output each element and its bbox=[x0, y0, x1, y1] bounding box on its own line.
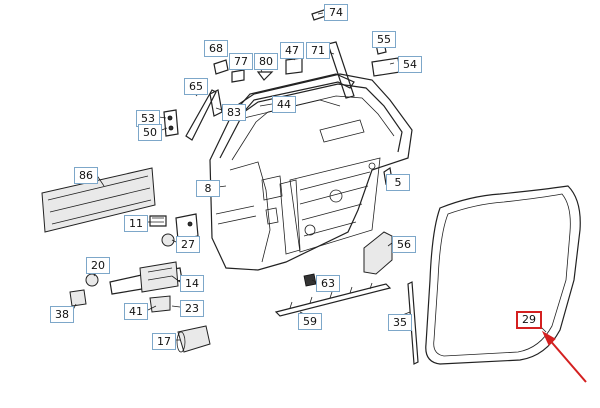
wedge-trim bbox=[363, 231, 393, 275]
part-label-68[interactable]: 68 bbox=[204, 40, 228, 57]
part-label-74[interactable]: 74 bbox=[324, 4, 348, 21]
mount-plate bbox=[149, 295, 171, 313]
part-label-11[interactable]: 11 bbox=[124, 215, 148, 232]
part-label-63[interactable]: 63 bbox=[316, 275, 340, 292]
part-label-8[interactable]: 8 bbox=[196, 180, 220, 197]
bracket-assembly bbox=[163, 109, 179, 137]
part-label-20[interactable]: 20 bbox=[86, 257, 110, 274]
part-label-35[interactable]: 35 bbox=[388, 314, 412, 331]
end-cap bbox=[176, 325, 211, 353]
part-label-59[interactable]: 59 bbox=[298, 313, 322, 330]
part-label-27[interactable]: 27 bbox=[176, 236, 200, 253]
door-seal bbox=[425, 185, 581, 365]
clip-fastener bbox=[303, 273, 317, 287]
part-label-54[interactable]: 54 bbox=[398, 56, 422, 73]
part-label-38[interactable]: 38 bbox=[50, 306, 74, 323]
part-label-86[interactable]: 86 bbox=[74, 167, 98, 184]
part-label-80[interactable]: 80 bbox=[254, 53, 278, 70]
part-label-50[interactable]: 50 bbox=[138, 124, 162, 141]
vertical-seal-strip bbox=[407, 281, 419, 365]
part-label-65[interactable]: 65 bbox=[184, 78, 208, 95]
trim-pieces bbox=[185, 89, 223, 141]
part-label-14[interactable]: 14 bbox=[180, 275, 204, 292]
bolt-and-bumper bbox=[149, 213, 199, 247]
part-label-17[interactable]: 17 bbox=[152, 333, 176, 350]
door-panel-sheet bbox=[41, 167, 156, 233]
part-label-55[interactable]: 55 bbox=[372, 31, 396, 48]
part-label-71[interactable]: 71 bbox=[306, 42, 330, 59]
part-label-23[interactable]: 23 bbox=[180, 300, 204, 317]
callout-arrow bbox=[541, 330, 587, 383]
window-channel-strip bbox=[235, 73, 355, 119]
part-label-29-highlighted[interactable]: 29 bbox=[516, 311, 542, 329]
sill-strip bbox=[274, 282, 392, 317]
part-label-47[interactable]: 47 bbox=[280, 42, 304, 59]
part-label-44[interactable]: 44 bbox=[272, 96, 296, 113]
part-label-77[interactable]: 77 bbox=[229, 53, 253, 70]
part-label-83[interactable]: 83 bbox=[222, 104, 246, 121]
part-label-41[interactable]: 41 bbox=[124, 303, 148, 320]
part-label-5[interactable]: 5 bbox=[386, 174, 410, 191]
part-label-56[interactable]: 56 bbox=[392, 236, 416, 253]
small-block bbox=[69, 289, 87, 307]
